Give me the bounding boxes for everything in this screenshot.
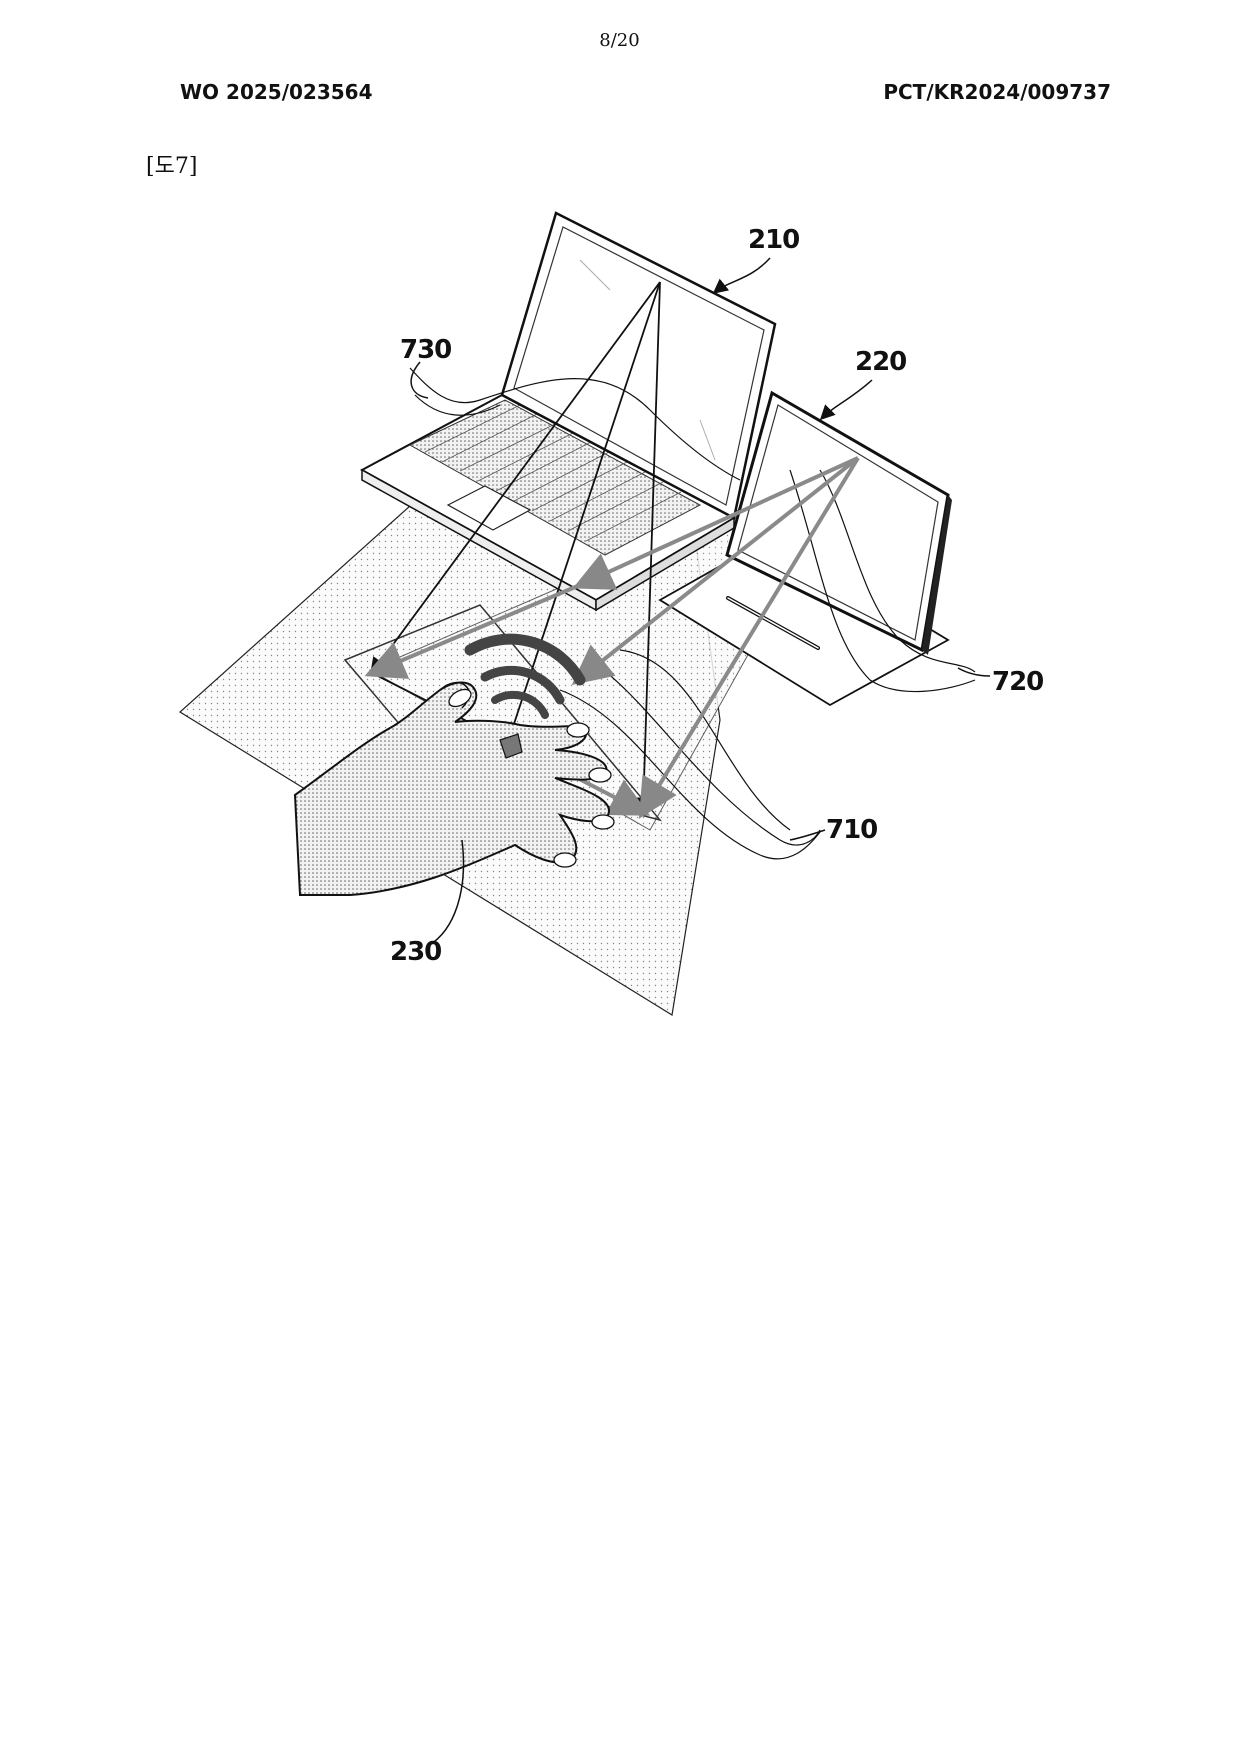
application-number: PCT/KR2024/009737 <box>883 80 1111 104</box>
figure-label: [도7] <box>146 154 198 179</box>
label-720: 720 <box>992 667 1043 697</box>
ring-device <box>499 733 523 759</box>
tablet-device <box>658 390 952 707</box>
tablet-signal-arrows <box>364 456 860 819</box>
page-number: 8/20 <box>599 30 640 51</box>
publication-number: WO 2025/023564 <box>180 80 373 104</box>
leader-lines <box>410 257 991 947</box>
label-730: 730 <box>400 335 451 365</box>
laptop-device <box>359 211 777 612</box>
label-220: 220 <box>855 347 906 377</box>
label-710: 710 <box>826 815 877 845</box>
label-230: 230 <box>390 937 441 967</box>
wireless-signal-icon <box>464 633 586 719</box>
label-210: 210 <box>748 225 799 255</box>
user-hand <box>293 681 615 896</box>
